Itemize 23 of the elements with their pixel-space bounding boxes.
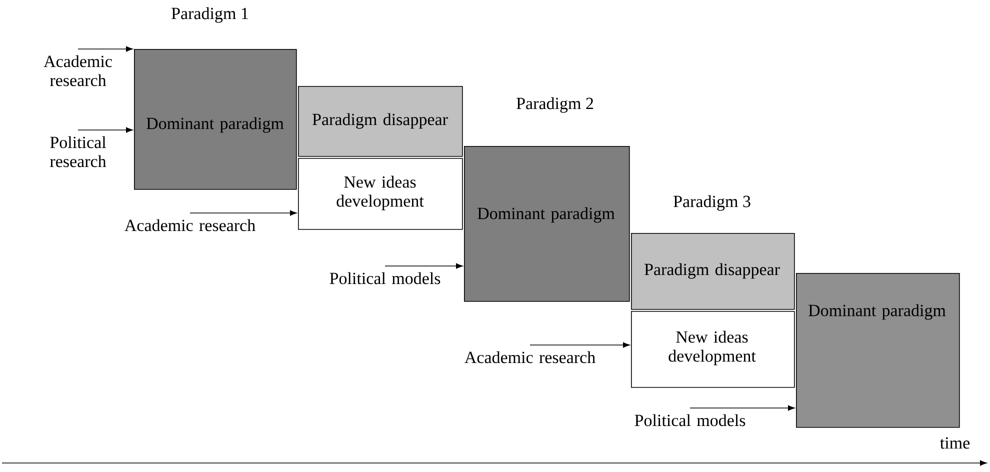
phase-heading: Paradigm 2 [516,97,594,113]
arrow [78,127,133,133]
paradigm-box: Dominant paradigm [464,146,630,302]
input-label: Academic research [464,351,596,364]
axis-label: time [940,437,970,449]
arrow [384,263,463,269]
phase-heading: Paradigm 3 [674,195,750,211]
input-label: Political research [50,136,106,168]
paradigm-box: Dominant paradigm [134,49,297,190]
input-label: Academic research [124,219,256,232]
phase-box: Paradigm disappear [631,233,795,310]
input-label: Academic research [44,55,112,86]
phase-box: New ideas development [298,158,463,230]
arrow [78,46,133,52]
input-label: Political models [634,414,746,426]
input-label: Political models [330,272,440,284]
arrow [690,405,795,411]
phase-box: Paradigm disappear [298,86,463,157]
paradigm-box: Dominant paradigm [796,273,960,428]
phase-heading: Paradigm 1 [172,7,248,23]
phase-box: New ideas development [631,311,795,388]
arrow [530,342,630,348]
arrow [190,210,297,216]
